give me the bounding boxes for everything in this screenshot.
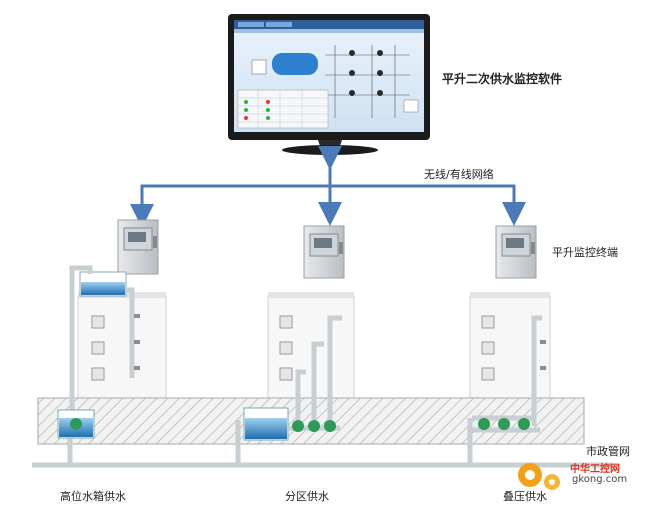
watermark-brand: 中华工控网 bbox=[570, 464, 620, 475]
terminal-cabinet-1 bbox=[117, 219, 159, 275]
zone-supply-label: 分区供水 bbox=[285, 490, 329, 503]
high-tank-system bbox=[57, 265, 140, 439]
monitor bbox=[228, 14, 430, 155]
pump-icon bbox=[308, 420, 320, 432]
building-1 bbox=[77, 292, 167, 405]
gear-icon bbox=[518, 463, 560, 490]
software-title: 平升二次供水监控软件 bbox=[442, 72, 563, 86]
pump-icon bbox=[292, 420, 304, 432]
pump-icon bbox=[498, 418, 510, 430]
building-3 bbox=[469, 292, 551, 405]
terminal-label: 平升监控终端 bbox=[552, 246, 618, 259]
zone-supply-system bbox=[243, 315, 342, 441]
pump-icon bbox=[324, 420, 336, 432]
network-label: 无线/有线网络 bbox=[424, 168, 494, 181]
pump-icon bbox=[518, 418, 530, 430]
municipal-pipe-label: 市政管网 bbox=[586, 445, 630, 458]
terminal-cabinet-3 bbox=[495, 225, 537, 279]
network-links bbox=[130, 146, 526, 228]
high-tank-label: 高位水箱供水 bbox=[60, 490, 126, 503]
pump-icon bbox=[70, 418, 82, 430]
pressure-supply-system bbox=[472, 315, 546, 433]
building-2 bbox=[267, 292, 355, 405]
watermark-domain: gkong.com bbox=[572, 474, 628, 485]
terminal-cabinet-2 bbox=[303, 225, 345, 279]
pump-icon bbox=[478, 418, 490, 430]
pressure-supply-label: 叠压供水 bbox=[503, 490, 547, 503]
